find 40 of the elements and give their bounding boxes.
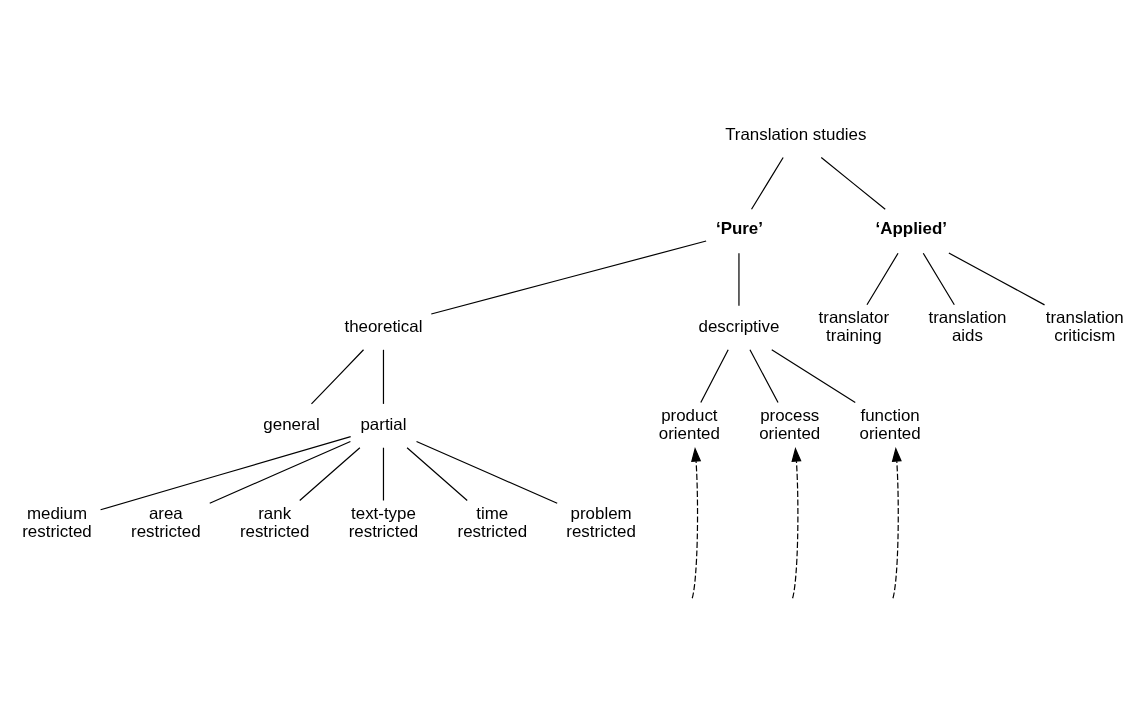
node-text: partial (360, 414, 407, 434)
node-text: rank restricted (239, 503, 310, 541)
node-text: medium restricted (22, 503, 92, 541)
connector (406, 446, 468, 501)
connector (310, 348, 365, 404)
node-text: problem restricted (566, 503, 636, 541)
node-text: text-type restricted (348, 503, 419, 541)
node-text: ‘Applied’ (875, 218, 947, 238)
connector (820, 156, 886, 210)
connector (922, 252, 955, 305)
node-text: translation aids (928, 307, 1007, 345)
connector (771, 348, 856, 403)
node-text: time restricted (457, 503, 528, 541)
node-text: function oriented (859, 405, 921, 443)
connector (415, 440, 558, 504)
node-text: area restricted (131, 503, 201, 541)
node-text: descriptive (698, 316, 780, 336)
node-text: Translation studies (725, 124, 867, 144)
node-text: product oriented (658, 405, 720, 443)
connector (382, 446, 385, 501)
connector (382, 348, 385, 404)
node-text: translator training (818, 307, 890, 345)
node-text: general (263, 414, 320, 434)
connector (700, 348, 729, 403)
connector (209, 440, 351, 504)
arrow (791, 446, 802, 599)
connector (866, 252, 899, 305)
connector (750, 156, 784, 210)
node-text: theoretical (344, 316, 423, 336)
connector (948, 251, 1046, 305)
arrow (891, 446, 902, 599)
connector (430, 239, 707, 315)
connector (749, 348, 779, 403)
connector (99, 435, 352, 510)
connector (738, 252, 740, 306)
node-text: translation criticism (1045, 307, 1124, 345)
arrow (691, 446, 702, 599)
connector (299, 446, 361, 501)
node-text: process oriented (759, 405, 821, 443)
node-text: ‘Pure’ (715, 218, 763, 238)
